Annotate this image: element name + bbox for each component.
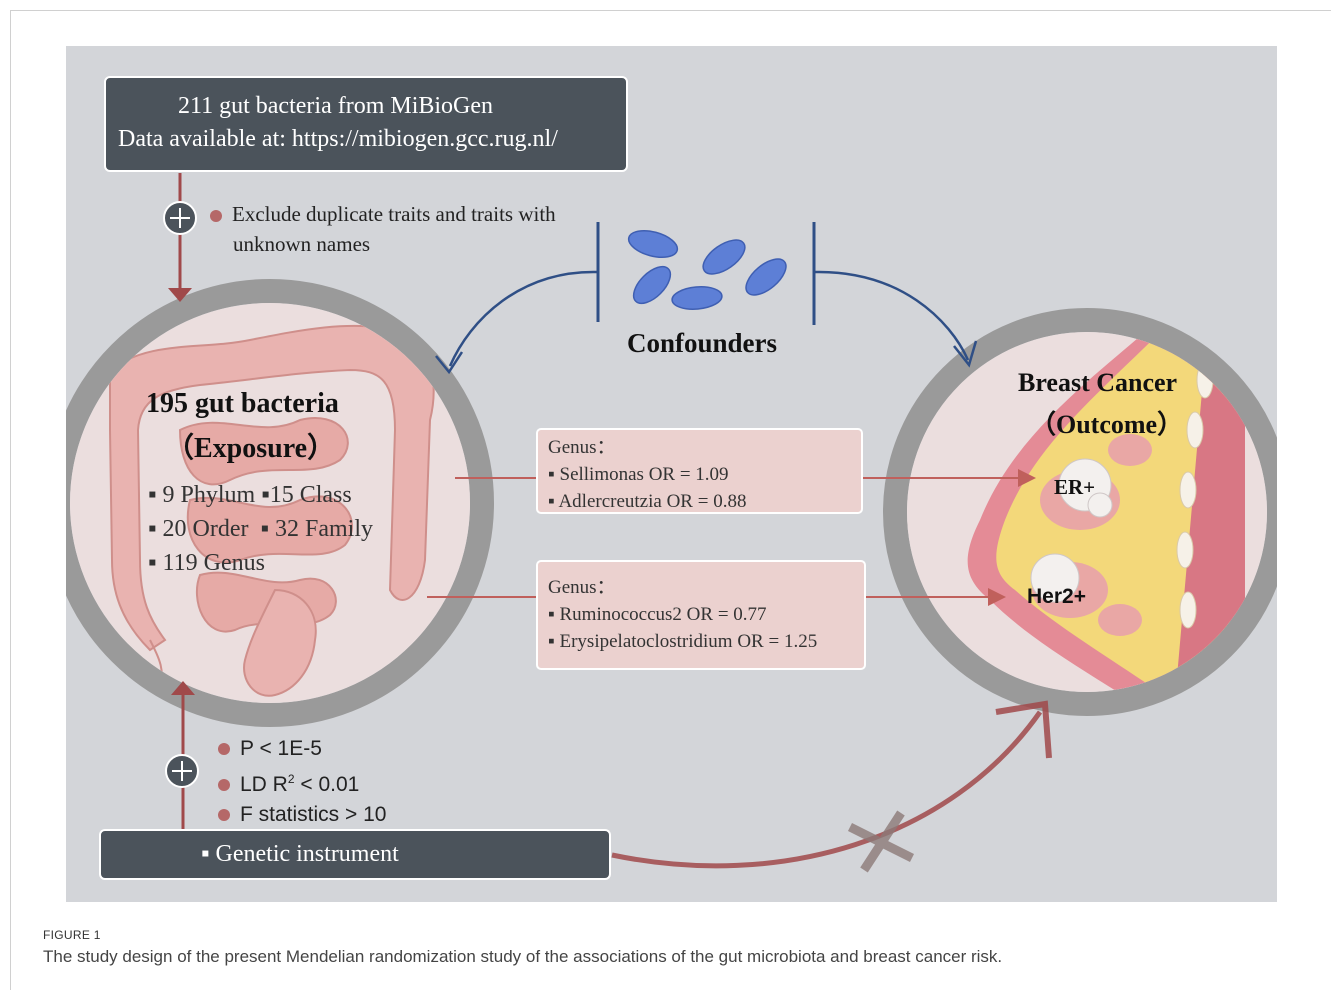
plus-circle-bottom — [165, 754, 199, 788]
bacteria-cluster — [627, 229, 787, 310]
exposure-circle-ring — [66, 279, 494, 727]
taxa-class: 15 Class — [269, 482, 352, 508]
genus-item-erysipelatoclostridium: Erysipelatoclostridium OR = 1.25 — [559, 631, 818, 652]
criterion-ld-superscript: 2 — [287, 772, 295, 786]
bullet-icon: ▪ — [548, 464, 555, 485]
outcome-circle-ring — [883, 308, 1277, 716]
arrowhead-her2 — [988, 588, 1006, 606]
criterion-ld-threshold: < 0.01 — [300, 773, 360, 796]
bullet-icon: ▪ — [548, 604, 555, 625]
source-box-line1: 211 gut bacteria from MiBioGen — [178, 93, 494, 119]
source-box-line2: Data available at: https://mibiogen.gcc.… — [118, 126, 558, 152]
bullet-icon: ▪ — [261, 482, 270, 508]
genus-item-sellimonas: Sellimonas OR = 1.09 — [559, 464, 729, 485]
bullet-icon: ▪ — [201, 841, 210, 867]
blocked-path-x — [847, 810, 915, 873]
exposure-subtitle: （Exposure） — [166, 433, 336, 464]
exposure-title: 195 gut bacteria — [146, 388, 339, 419]
figure-label: FIGURE 1 — [43, 928, 101, 942]
outcome-title: Breast Cancer — [1018, 368, 1178, 397]
confounder-arrow-left — [448, 270, 599, 367]
exclude-step-line2: unknown names — [233, 232, 371, 256]
breast-illustration — [967, 332, 1245, 692]
arrowhead-er — [1018, 469, 1036, 487]
plus-circle-top — [163, 201, 197, 235]
genus-box-her2-header: Genus： — [548, 577, 616, 598]
bullet-icon: ▪ — [148, 550, 157, 576]
bullet-dot-icon — [210, 210, 222, 223]
bullet-icon: ▪ — [548, 631, 555, 652]
outcome-subtitle: （Outcome） — [1030, 410, 1184, 439]
source-box: 211 gut bacteria from MiBioGen Data avai… — [104, 76, 628, 172]
bullet-icon: ▪ — [148, 516, 157, 542]
subtype-er: ER+ — [1054, 475, 1096, 499]
bullet-dot-icon — [218, 809, 230, 822]
criterion-f-stat: F statistics > 10 — [240, 803, 387, 826]
exclude-step: Exclude duplicate traits and traits with… — [210, 199, 556, 259]
intestine-illustration — [109, 324, 435, 697]
figure-caption: The study design of the present Mendelia… — [43, 947, 1003, 966]
bullet-icon: ▪ — [260, 516, 269, 542]
instrument-criteria: P < 1E-5 LD R2 < 0.01 F statistics > 10 — [218, 734, 386, 830]
bullet-dot-icon — [218, 743, 230, 756]
instrument-arrowhead — [171, 681, 195, 695]
genus-box-er-header: Genus： — [548, 437, 616, 458]
confounder-arrowhead-left — [435, 351, 464, 375]
genus-box-er: Genus： ▪ Sellimonas OR = 1.09 ▪ Adlercre… — [536, 428, 863, 514]
taxa-order: 20 Order — [162, 516, 249, 542]
exposure-circle — [70, 303, 470, 703]
taxa-phylum: 9 Phylum — [162, 482, 256, 508]
genus-box-her2: Genus： ▪ Ruminococcus2 OR = 0.77 ▪ Erysi… — [536, 560, 866, 670]
exclude-step-line1: Exclude duplicate traits and traits with — [232, 202, 556, 226]
taxa-genus: 119 Genus — [162, 550, 265, 576]
bullet-dot-icon — [218, 779, 230, 792]
confounder-arrowhead-right — [953, 340, 978, 368]
instrument-to-outcome-arrow — [611, 710, 1043, 869]
confounders-label: Confounders — [627, 328, 778, 358]
exposure-taxa: ▪ 9 Phylum ▪15 Class ▪ 20 Order ▪ 32 Fam… — [148, 478, 373, 580]
confounder-arrow-right — [813, 270, 970, 361]
figure-frame — [10, 10, 1331, 990]
genus-item-adlercreutzia: Adlercreutzia OR = 0.88 — [558, 491, 747, 512]
genetic-instrument-box: ▪ Genetic instrument — [99, 829, 611, 880]
criterion-p-value: P < 1E-5 — [240, 737, 322, 760]
taxa-family: 32 Family — [275, 516, 374, 542]
genus-item-ruminococcus2: Ruminococcus2 OR = 0.77 — [559, 604, 767, 625]
criterion-ld: LD R — [240, 773, 288, 796]
bullet-icon: ▪ — [148, 482, 157, 508]
subtype-her2: Her2+ — [1027, 585, 1086, 608]
instrument-outcome-arrowhead — [995, 700, 1052, 759]
bullet-icon: ▪ — [548, 491, 555, 512]
genetic-instrument-label: Genetic instrument — [215, 841, 399, 867]
source-arrowhead — [168, 288, 192, 302]
